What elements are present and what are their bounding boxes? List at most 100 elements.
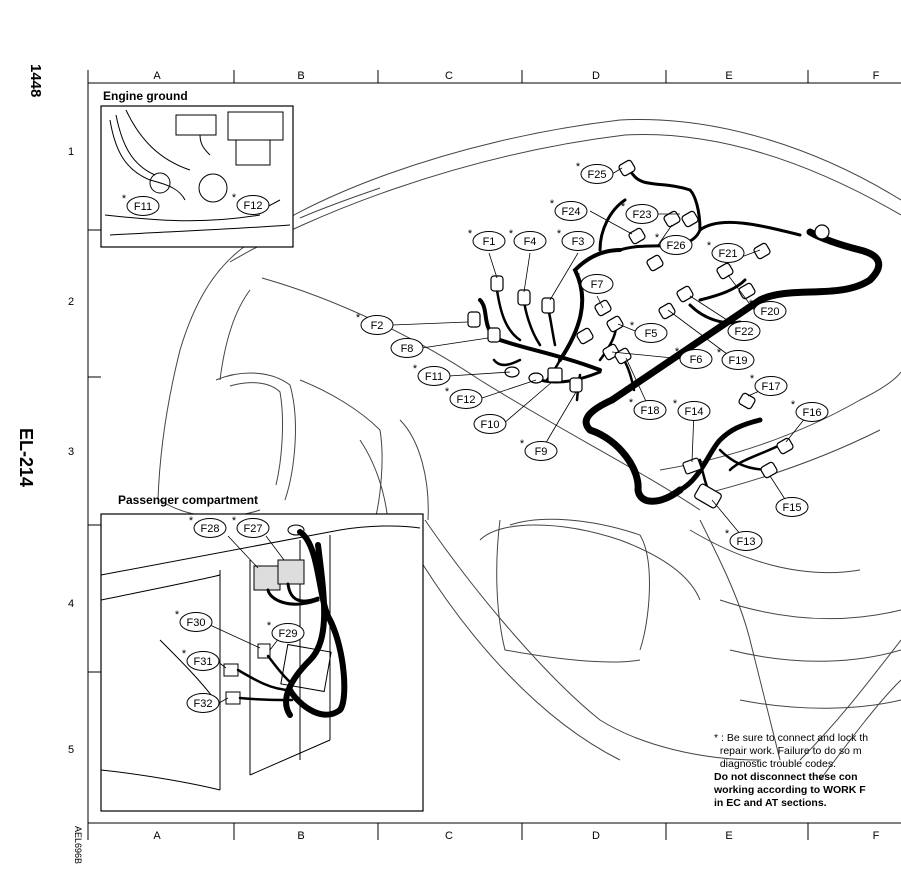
callout-oval xyxy=(721,350,755,370)
connector-callout-f9: F9* xyxy=(520,438,558,461)
connector-label: F7 xyxy=(591,279,604,291)
grid-row-label-5: 5 xyxy=(68,744,74,756)
asterisk-mark: * xyxy=(630,320,635,332)
connector-callout-f14: F14* xyxy=(673,398,711,421)
note-line-6: in EC and AT sections. xyxy=(714,797,827,809)
grid-column-label-b: B xyxy=(297,70,304,82)
connector-label: F29 xyxy=(279,628,298,640)
asterisk-mark: * xyxy=(576,271,581,283)
callout-oval xyxy=(580,164,614,184)
asterisk-mark: * xyxy=(356,312,361,324)
connector-label: F28 xyxy=(201,523,220,535)
callout-oval xyxy=(561,231,595,251)
connector-callout-f20: F20* xyxy=(749,298,787,321)
callout-oval xyxy=(633,400,667,420)
connector-callout-f30: F30 * xyxy=(175,609,213,632)
asterisk-mark: * xyxy=(557,228,562,240)
note-line-2: repair work. Failure to do so m xyxy=(719,745,862,757)
connector-label: F12 xyxy=(457,394,476,406)
connector-callout-f17: F17* xyxy=(750,373,788,396)
connector-label: F30 xyxy=(187,617,206,629)
asterisk-mark: * xyxy=(675,346,680,358)
passenger-compartment-title: Passenger compartment xyxy=(118,493,259,507)
connector-callout-f16: F16* xyxy=(791,399,829,422)
callout-oval xyxy=(179,612,213,632)
connector-label: F22 xyxy=(735,326,754,338)
engine-ground-inset xyxy=(100,105,294,248)
callout-oval xyxy=(677,401,711,421)
connector-callout-f29: F29 * xyxy=(267,620,305,643)
callout-oval xyxy=(679,349,713,369)
connector-label: F31 xyxy=(194,656,213,668)
callout-oval xyxy=(271,623,305,643)
asterisk-mark: * xyxy=(182,648,187,660)
connector-callout-f24: F24* xyxy=(550,198,588,221)
connector-callout-f18: F18 * xyxy=(629,397,667,420)
connector-label: F17 xyxy=(762,381,781,393)
callout-oval xyxy=(754,376,788,396)
connector-label: F14 xyxy=(685,406,704,418)
connector-callout-f28: F28 * xyxy=(189,515,227,538)
connector-callout-f27: F27* xyxy=(232,515,270,538)
note-line-5: working according to WORK F xyxy=(714,784,866,796)
callout-oval xyxy=(634,323,668,343)
grid-column-label-d: D xyxy=(592,70,600,82)
callout-oval xyxy=(186,651,220,671)
connector-callout-f12: F12* xyxy=(445,386,483,409)
callout-oval xyxy=(580,274,614,294)
note-line-1: * : Be sure to connect and lock th xyxy=(714,732,869,744)
connector-callout-f5: F5* xyxy=(630,320,668,343)
callout-oval xyxy=(449,389,483,409)
connector-label: F4 xyxy=(524,236,537,248)
asterisk-mark: * xyxy=(576,161,581,173)
callout-oval xyxy=(360,315,394,335)
callout-oval xyxy=(524,441,558,461)
asterisk-mark: * xyxy=(267,620,272,632)
callout-oval xyxy=(727,321,761,341)
callout-oval xyxy=(711,243,745,263)
asterisk-mark: * xyxy=(629,397,634,409)
connector-label: F18 xyxy=(641,405,660,417)
asterisk-mark: * xyxy=(655,232,660,244)
asterisk-mark: * xyxy=(175,609,180,621)
callout-oval xyxy=(753,301,787,321)
callout-oval xyxy=(795,402,829,422)
connector-bodies xyxy=(467,159,830,509)
asterisk-mark: * xyxy=(707,240,712,252)
grid-column-label-e: E xyxy=(725,830,732,842)
callout-oval xyxy=(554,201,588,221)
asterisk-mark: * xyxy=(621,201,626,213)
asterisk-mark: * xyxy=(550,198,555,210)
connector-callout-f15: F15 xyxy=(775,497,809,517)
connector-callout-f19: F19* xyxy=(717,347,755,370)
connector-label: F32 xyxy=(194,698,213,710)
callout-oval xyxy=(472,231,506,251)
callout-oval xyxy=(513,231,547,251)
grid-row-label-2: 2 xyxy=(68,296,74,308)
asterisk-mark: * xyxy=(189,515,194,527)
asterisk-mark: * xyxy=(749,298,754,310)
connector-label: F10 xyxy=(481,419,500,431)
connector-label: F13 xyxy=(737,536,756,548)
connector-callout-f4: F4 * xyxy=(509,228,547,251)
note-line-4: Do not disconnect these con xyxy=(714,771,858,783)
asterisk-mark: * xyxy=(791,399,796,411)
grid-frame xyxy=(87,70,901,840)
grid-column-label-f: F xyxy=(873,70,880,82)
callout-oval xyxy=(236,195,270,215)
asterisk-mark: * xyxy=(122,193,127,205)
connector-callout-f11: F11* xyxy=(122,193,160,216)
connector-label: F25 xyxy=(588,169,607,181)
grid-column-label-f: F xyxy=(873,830,880,842)
connector-callout-f21: F21* xyxy=(707,240,745,263)
connector-callout-f23: F23* xyxy=(621,201,659,224)
connector-label: F12 xyxy=(244,200,263,212)
asterisk-mark: * xyxy=(232,192,237,204)
connector-label: F19 xyxy=(729,355,748,367)
asterisk-mark: * xyxy=(520,438,525,450)
asterisk-mark: * xyxy=(509,228,514,240)
